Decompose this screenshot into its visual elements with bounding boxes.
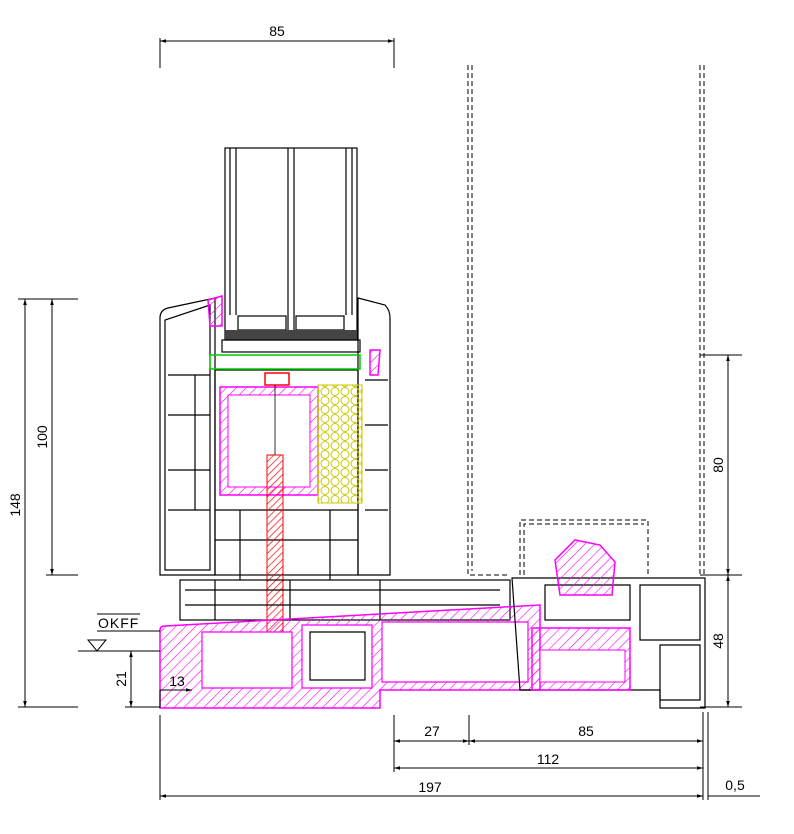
sash-profile xyxy=(159,295,391,661)
dim-left-sash: 100 xyxy=(34,425,50,449)
dimension-lines xyxy=(18,38,760,800)
dim-left-total: 148 xyxy=(7,493,23,517)
dim-bottom-total: 197 xyxy=(418,779,442,795)
dim-bottom-gap: 0,5 xyxy=(725,777,745,793)
dim-step-offset: 13 xyxy=(169,673,185,689)
dim-right-lower: 48 xyxy=(710,633,726,649)
dashed-outline-adjacent-element xyxy=(467,65,705,576)
glazing-unit xyxy=(221,147,361,353)
dim-right-upper: 80 xyxy=(710,457,726,473)
dim-bottom-c: 112 xyxy=(537,751,560,767)
dim-top-width: 85 xyxy=(269,23,285,39)
dim-bottom-b: 85 xyxy=(578,723,594,739)
floor-level-label: OKFF xyxy=(98,615,139,631)
dim-bottom-a: 27 xyxy=(424,723,440,739)
frame-profile xyxy=(159,539,706,709)
dim-left-step: 21 xyxy=(113,671,129,687)
dimension-labels: 85 148 100 21 13 27 85 112 197 0,5 80 48… xyxy=(7,23,745,795)
